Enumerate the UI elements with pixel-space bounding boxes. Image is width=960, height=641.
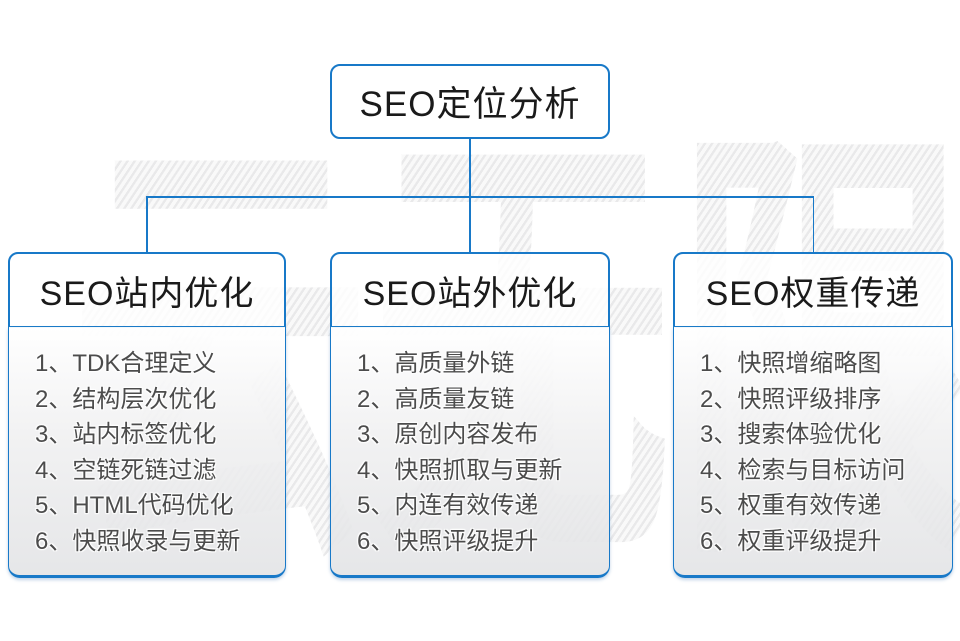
- connector-line-right-drop: [812, 196, 814, 253]
- root-node-title: SEO定位分析: [359, 85, 581, 124]
- list-item: 2、快照评级排序: [700, 385, 882, 413]
- list-item: 2、结构层次优化: [35, 385, 217, 413]
- column-list-onsite: 1、TDK合理定义 2、结构层次优化 3、站内标签优化 4、空链死链过滤 5、H…: [8, 327, 286, 578]
- root-node: SEO定位分析: [330, 64, 610, 139]
- list-item: 1、快照增缩略图: [700, 350, 882, 377]
- column-header-weight: SEO权重传递: [673, 252, 953, 328]
- column-list-weight: 1、快照增缩略图 2、快照评级排序 3、搜索体验优化 4、检索与目标访问 5、权…: [673, 327, 953, 578]
- connector-line-horizontal: [146, 196, 814, 198]
- list-items: 1、快照增缩略图 2、快照评级排序 3、搜索体验优化 4、检索与目标访问 5、权…: [674, 327, 952, 559]
- list-items: 1、高质量外链 2、高质量友链 3、原创内容发布 4、快照抓取与更新 5、内连有…: [331, 327, 609, 559]
- column-list-offsite: 1、高质量外链 2、高质量友链 3、原创内容发布 4、快照抓取与更新 5、内连有…: [330, 327, 610, 578]
- list-item: 4、检索与目标访问: [700, 456, 906, 484]
- connector-line-root: [469, 139, 471, 197]
- list-item: 1、TDK合理定义: [35, 350, 217, 377]
- column-header-onsite-title: SEO站内优化: [39, 274, 255, 313]
- list-item: 3、原创内容发布: [357, 421, 539, 448]
- list-item: 5、HTML代码优化: [35, 492, 234, 519]
- column-header-offsite-title: SEO站外优化: [362, 274, 578, 313]
- list-item: 4、快照抓取与更新: [357, 456, 563, 484]
- list-item: 1、高质量外链: [357, 350, 515, 377]
- list-item: 2、高质量友链: [357, 385, 515, 413]
- column-header-onsite: SEO站内优化: [8, 252, 286, 328]
- list-item: 6、权重评级提升: [700, 527, 882, 555]
- connector-line-left-drop: [146, 196, 148, 253]
- list-items: 1、TDK合理定义 2、结构层次优化 3、站内标签优化 4、空链死链过滤 5、H…: [9, 327, 285, 559]
- list-item: 6、快照收录与更新: [35, 527, 241, 555]
- list-item: 3、搜索体验优化: [700, 421, 882, 448]
- list-item: 3、站内标签优化: [35, 421, 217, 448]
- list-item: 6、快照评级提升: [357, 527, 539, 555]
- list-item: 4、空链死链过滤: [35, 456, 217, 484]
- column-header-weight-title: SEO权重传递: [705, 274, 921, 313]
- list-item: 5、权重有效传递: [700, 492, 882, 519]
- connector-line-mid-drop: [469, 196, 471, 253]
- column-header-offsite: SEO站外优化: [330, 252, 610, 328]
- list-item: 5、内连有效传递: [357, 492, 539, 519]
